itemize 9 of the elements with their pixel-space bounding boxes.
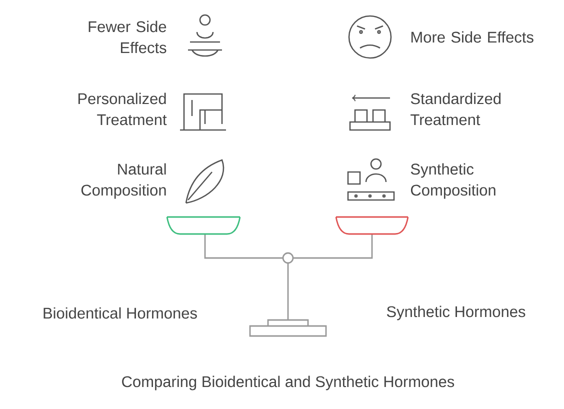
item-label: Synthetic Composition bbox=[410, 163, 496, 199]
item-label: Personalized Treatment bbox=[78, 92, 167, 126]
side-label: Synthetic Hormones bbox=[386, 306, 526, 320]
item-label: More Side Effects bbox=[411, 31, 534, 43]
item-label: Natural Composition bbox=[81, 163, 166, 199]
caption: Comparing Bioidentical and Synthetic Hormones bbox=[122, 376, 454, 390]
side-label: Bioidentical Hormones bbox=[44, 307, 197, 319]
item-label: Fewer Side Effects bbox=[88, 20, 166, 54]
item-label: Standardized Treatment bbox=[410, 92, 501, 126]
